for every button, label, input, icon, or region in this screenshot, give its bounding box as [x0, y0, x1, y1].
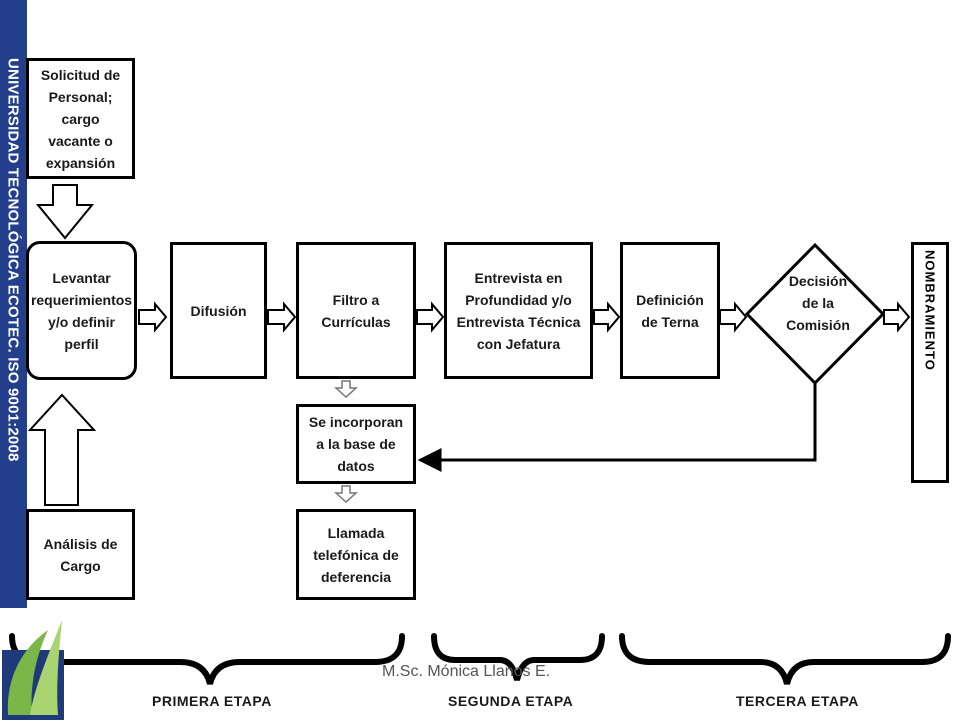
- stage-label-segunda: SEGUNDA ETAPA: [448, 693, 574, 709]
- node-llamada-telefonica: Llamada telefónica de deferencia: [296, 509, 416, 600]
- node-filtro-curriculas: Filtro a Currículas: [296, 242, 416, 379]
- node-nombramiento: [911, 242, 949, 483]
- node-solicitud-personal: Solicitud de Personal; cargo vacante o e…: [26, 58, 135, 179]
- node-llamada-label: Llamada telefónica de deferencia: [313, 524, 399, 585]
- decision-label: Decisión de la Comisión: [786, 273, 850, 333]
- decision-diamond: [744, 242, 886, 386]
- node-difusion: Difusión: [170, 242, 267, 379]
- node-levantar-requerimientos: Levantar requerimientos y/o definir perf…: [26, 241, 137, 380]
- node-solicitud-label: Solicitud de Personal; cargo vacante o e…: [40, 66, 121, 171]
- hollow-arrow-right-4: [593, 301, 621, 333]
- hollow-arrow-right-3: [416, 301, 445, 333]
- hollow-arrow-up: [27, 393, 97, 506]
- node-nombramiento-label: NOMBRAMIENTO: [922, 250, 938, 371]
- node-entrevista-label: Entrevista en Profundidad y/o Entrevista…: [456, 269, 581, 352]
- hollow-arrow-right-1: [138, 301, 168, 333]
- node-levantar-label: Levantar requerimientos y/o definir perf…: [30, 269, 133, 352]
- node-base-datos: Se incorporan a la base de datos: [296, 404, 416, 484]
- brace-segunda-etapa: [431, 633, 605, 681]
- hollow-arrow-down-small-2: [334, 485, 358, 504]
- ecotec-logo: [2, 620, 64, 720]
- university-sidebar: UNIVERSIDAD TECNOLÓGICA ECOTEC. ISO 9001…: [0, 0, 27, 608]
- node-entrevista: Entrevista en Profundidad y/o Entrevista…: [444, 242, 593, 379]
- node-filtro-label: Filtro a Currículas: [321, 291, 391, 330]
- hollow-arrow-right-2: [267, 301, 297, 333]
- brace-primera-etapa: [9, 633, 405, 685]
- node-analisis-label: Análisis de Cargo: [43, 535, 118, 574]
- hollow-arrow-right-5: [719, 301, 748, 333]
- stage-label-primera: PRIMERA ETAPA: [152, 693, 272, 709]
- stage-label-tercera: TERCERA ETAPA: [736, 693, 859, 709]
- footer-author: M.Sc. Mónica Llanos E.: [382, 663, 551, 680]
- hollow-arrow-down-small-1: [334, 380, 358, 399]
- brace-tercera-etapa: [619, 633, 951, 685]
- node-base-datos-label: Se incorporan a la base de datos: [308, 414, 404, 474]
- node-analisis-cargo: Análisis de Cargo: [26, 509, 135, 600]
- node-terna-label: Definición de Terna: [636, 291, 704, 330]
- node-definicion-terna: Definición de Terna: [620, 242, 720, 379]
- hollow-arrow-right-6: [883, 301, 911, 333]
- hollow-arrow-down: [35, 184, 95, 240]
- node-difusion-label: Difusión: [190, 302, 247, 319]
- decision-return-line: [417, 383, 817, 472]
